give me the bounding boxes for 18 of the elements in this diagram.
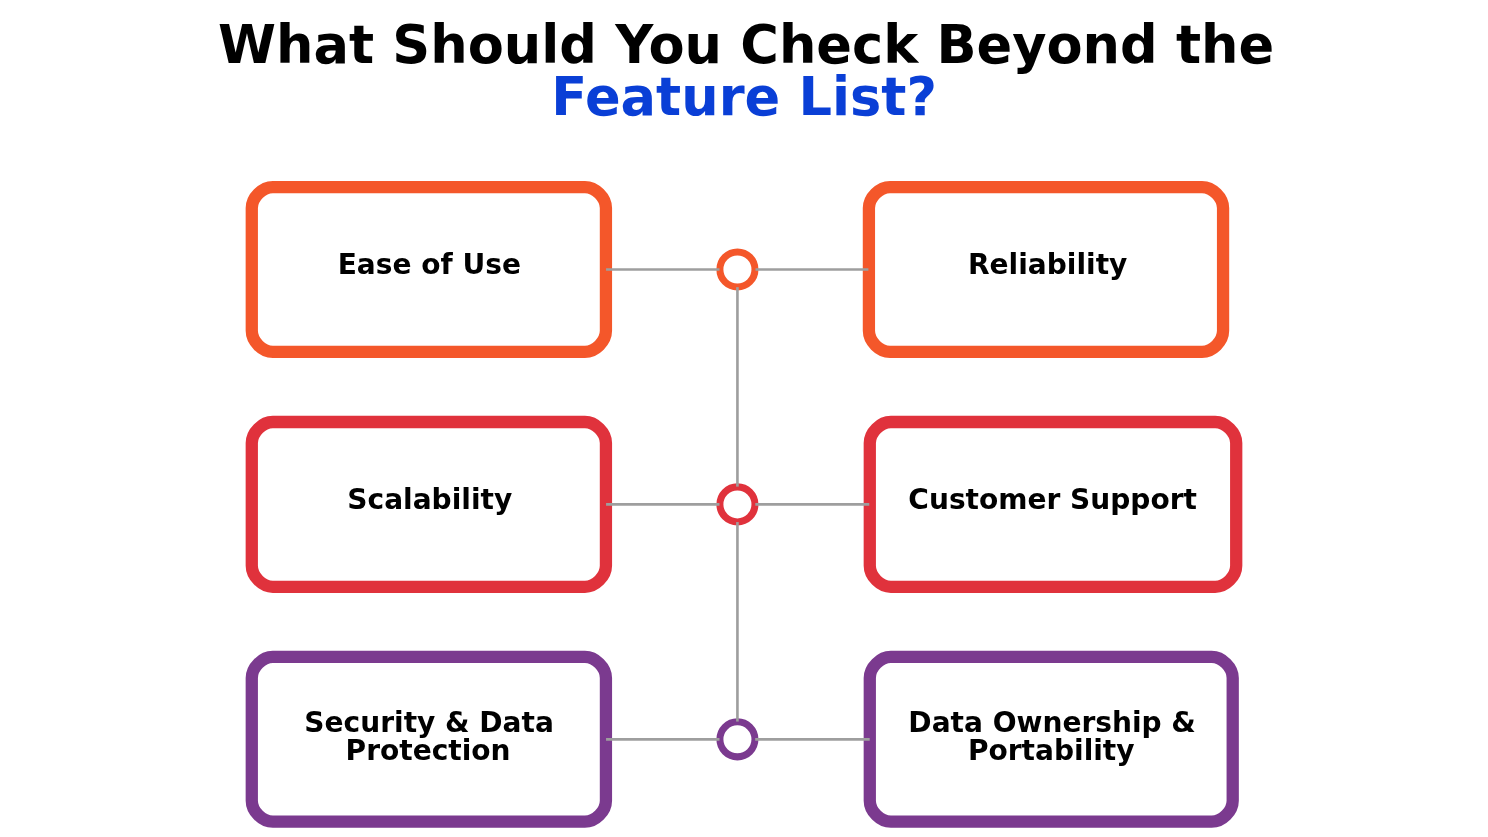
node-circle xyxy=(716,248,759,291)
node-box: Customer Support xyxy=(863,415,1243,593)
connector xyxy=(606,738,720,741)
connector xyxy=(755,738,870,741)
node-circle xyxy=(716,718,759,761)
node-box: Reliability xyxy=(862,180,1230,358)
connector xyxy=(606,268,720,271)
diagram-title: What Should You Check Beyond the Feature List? xyxy=(218,13,1275,128)
node-box: Security & Data Protection xyxy=(245,650,613,828)
connector xyxy=(606,503,720,506)
node-circle xyxy=(716,483,759,526)
connector xyxy=(755,503,870,506)
connector xyxy=(755,268,869,271)
node-box: Scalability xyxy=(245,415,613,593)
node-box: Ease of Use xyxy=(245,180,613,358)
node-box: Data Ownership & Portability xyxy=(863,650,1239,828)
connector xyxy=(736,522,739,722)
connector xyxy=(736,287,739,487)
